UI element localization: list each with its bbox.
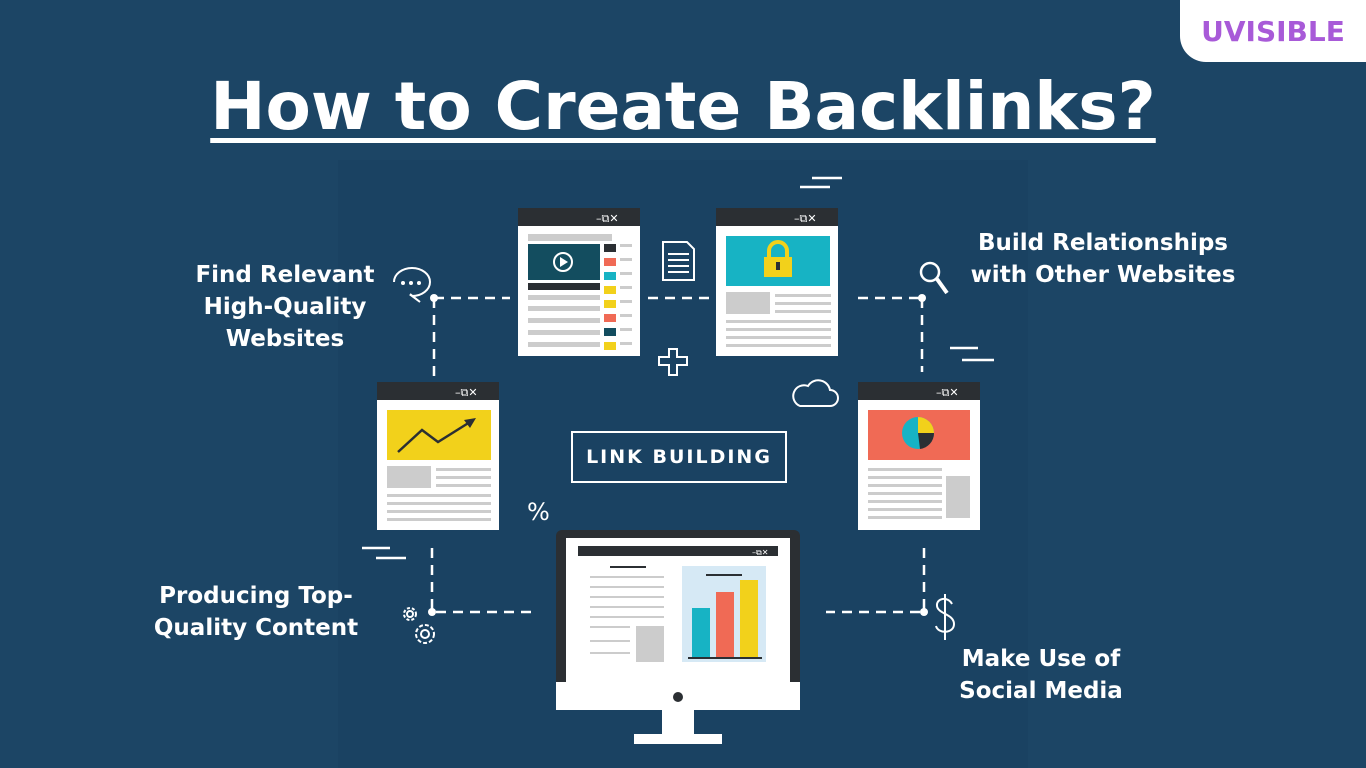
chat-bubble-icon (393, 267, 431, 303)
page-title-text: How to Create Backlinks? (210, 68, 1156, 145)
monitor-bar (692, 608, 710, 658)
gears-icon (403, 607, 435, 644)
secure-page-window: –⧉✕ (716, 208, 838, 356)
window-controls: –⧉✕ (936, 386, 959, 399)
document-icon (662, 241, 695, 281)
dollar-icon (935, 594, 956, 640)
connector-social (826, 548, 926, 614)
step-produce-content: Producing Top- Quality Content (153, 583, 359, 641)
connector-produce (430, 548, 534, 614)
monitor-illustration: –⧉✕ (556, 530, 800, 744)
step-find-websites: Find Relevant High-Quality Websites (195, 262, 375, 352)
pie-chart-icon (902, 417, 935, 449)
connector-dots (428, 294, 928, 616)
magnifier-icon (919, 261, 949, 295)
growth-page-window: –⧉✕ (377, 382, 499, 530)
step-build-relationships: Build Relationships with Other Websites (970, 230, 1236, 288)
analytics-page-window: –⧉✕ (858, 382, 980, 530)
link-building-box: LINK BUILDING (571, 431, 787, 483)
page-title: How to Create Backlinks? (0, 64, 1366, 150)
percent-icon: % (527, 498, 550, 526)
monitor-bar (716, 592, 734, 658)
window-controls: –⧉✕ (455, 386, 478, 399)
link-building-label: LINK BUILDING (586, 446, 772, 468)
connector-lines (430, 296, 926, 614)
video-page-window: –⧉✕ (518, 208, 640, 356)
brand-logo[interactable]: UVISIBLE (1180, 0, 1366, 62)
cloud-icon (792, 379, 839, 407)
play-icon (553, 252, 573, 272)
trend-arrow-icon (397, 420, 471, 453)
plus-icon (658, 348, 688, 376)
brand-name: UVISIBLE (1201, 14, 1345, 48)
step-social-media: Make Use of Social Media (959, 646, 1123, 704)
decor-dashes (362, 176, 994, 560)
window-controls: –⧉✕ (752, 548, 768, 557)
window-controls: –⧉✕ (596, 212, 619, 225)
monitor-bar (740, 580, 758, 658)
window-controls: –⧉✕ (794, 212, 817, 225)
lock-icon (764, 240, 792, 277)
